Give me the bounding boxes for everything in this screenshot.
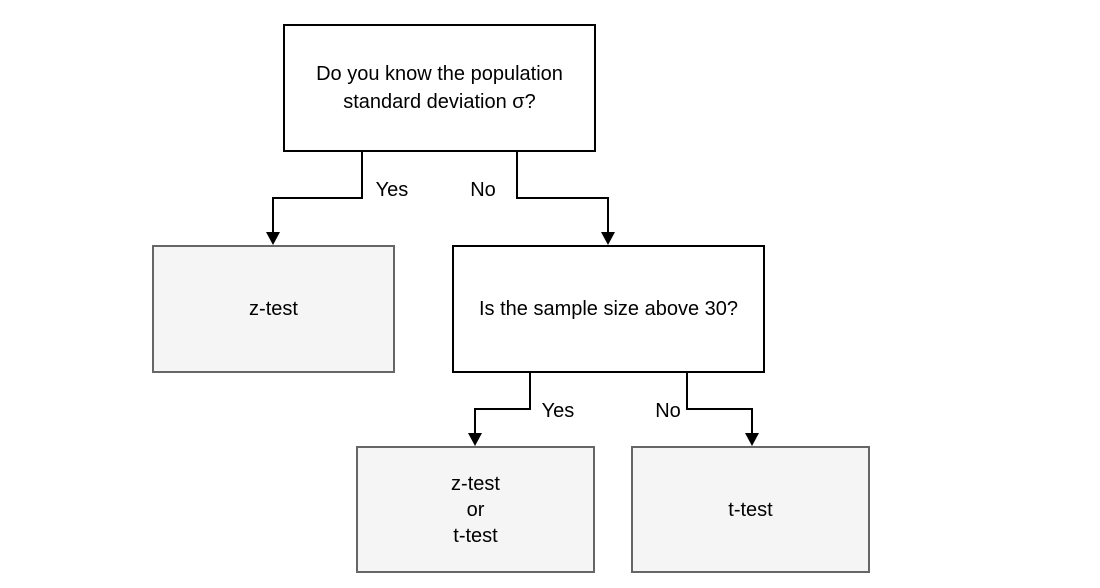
edge-label-sample-no: No [653, 400, 683, 422]
node-root-question: Do you know the population standard devi… [283, 24, 596, 152]
edge-sample-no [686, 373, 753, 435]
node-z-or-t-test: z-test or t-test [356, 446, 595, 573]
node-t-test-label: t-test [728, 498, 773, 521]
node-root-question-label: Do you know the population standard devi… [316, 63, 563, 113]
node-z-test: z-test [152, 245, 395, 373]
node-sample-question: Is the sample size above 30? [452, 245, 765, 373]
node-t-test: t-test [631, 446, 870, 573]
edge-label-root-yes: Yes [373, 179, 411, 201]
node-z-or-t-test-label: z-test or t-test [451, 472, 500, 547]
arrowhead-sample-yes-icon [468, 433, 482, 446]
edge-root-yes [272, 152, 363, 234]
edge-sample-yes [474, 373, 531, 435]
arrowhead-root-no-icon [601, 232, 615, 245]
arrowhead-root-yes-icon [266, 232, 280, 245]
arrowhead-sample-no-icon [745, 433, 759, 446]
node-z-test-label: z-test [249, 298, 298, 320]
edge-label-sample-yes: Yes [539, 400, 577, 422]
edge-root-no [516, 152, 609, 234]
node-sample-question-label: Is the sample size above 30? [478, 298, 739, 320]
edge-label-root-no: No [468, 179, 498, 201]
